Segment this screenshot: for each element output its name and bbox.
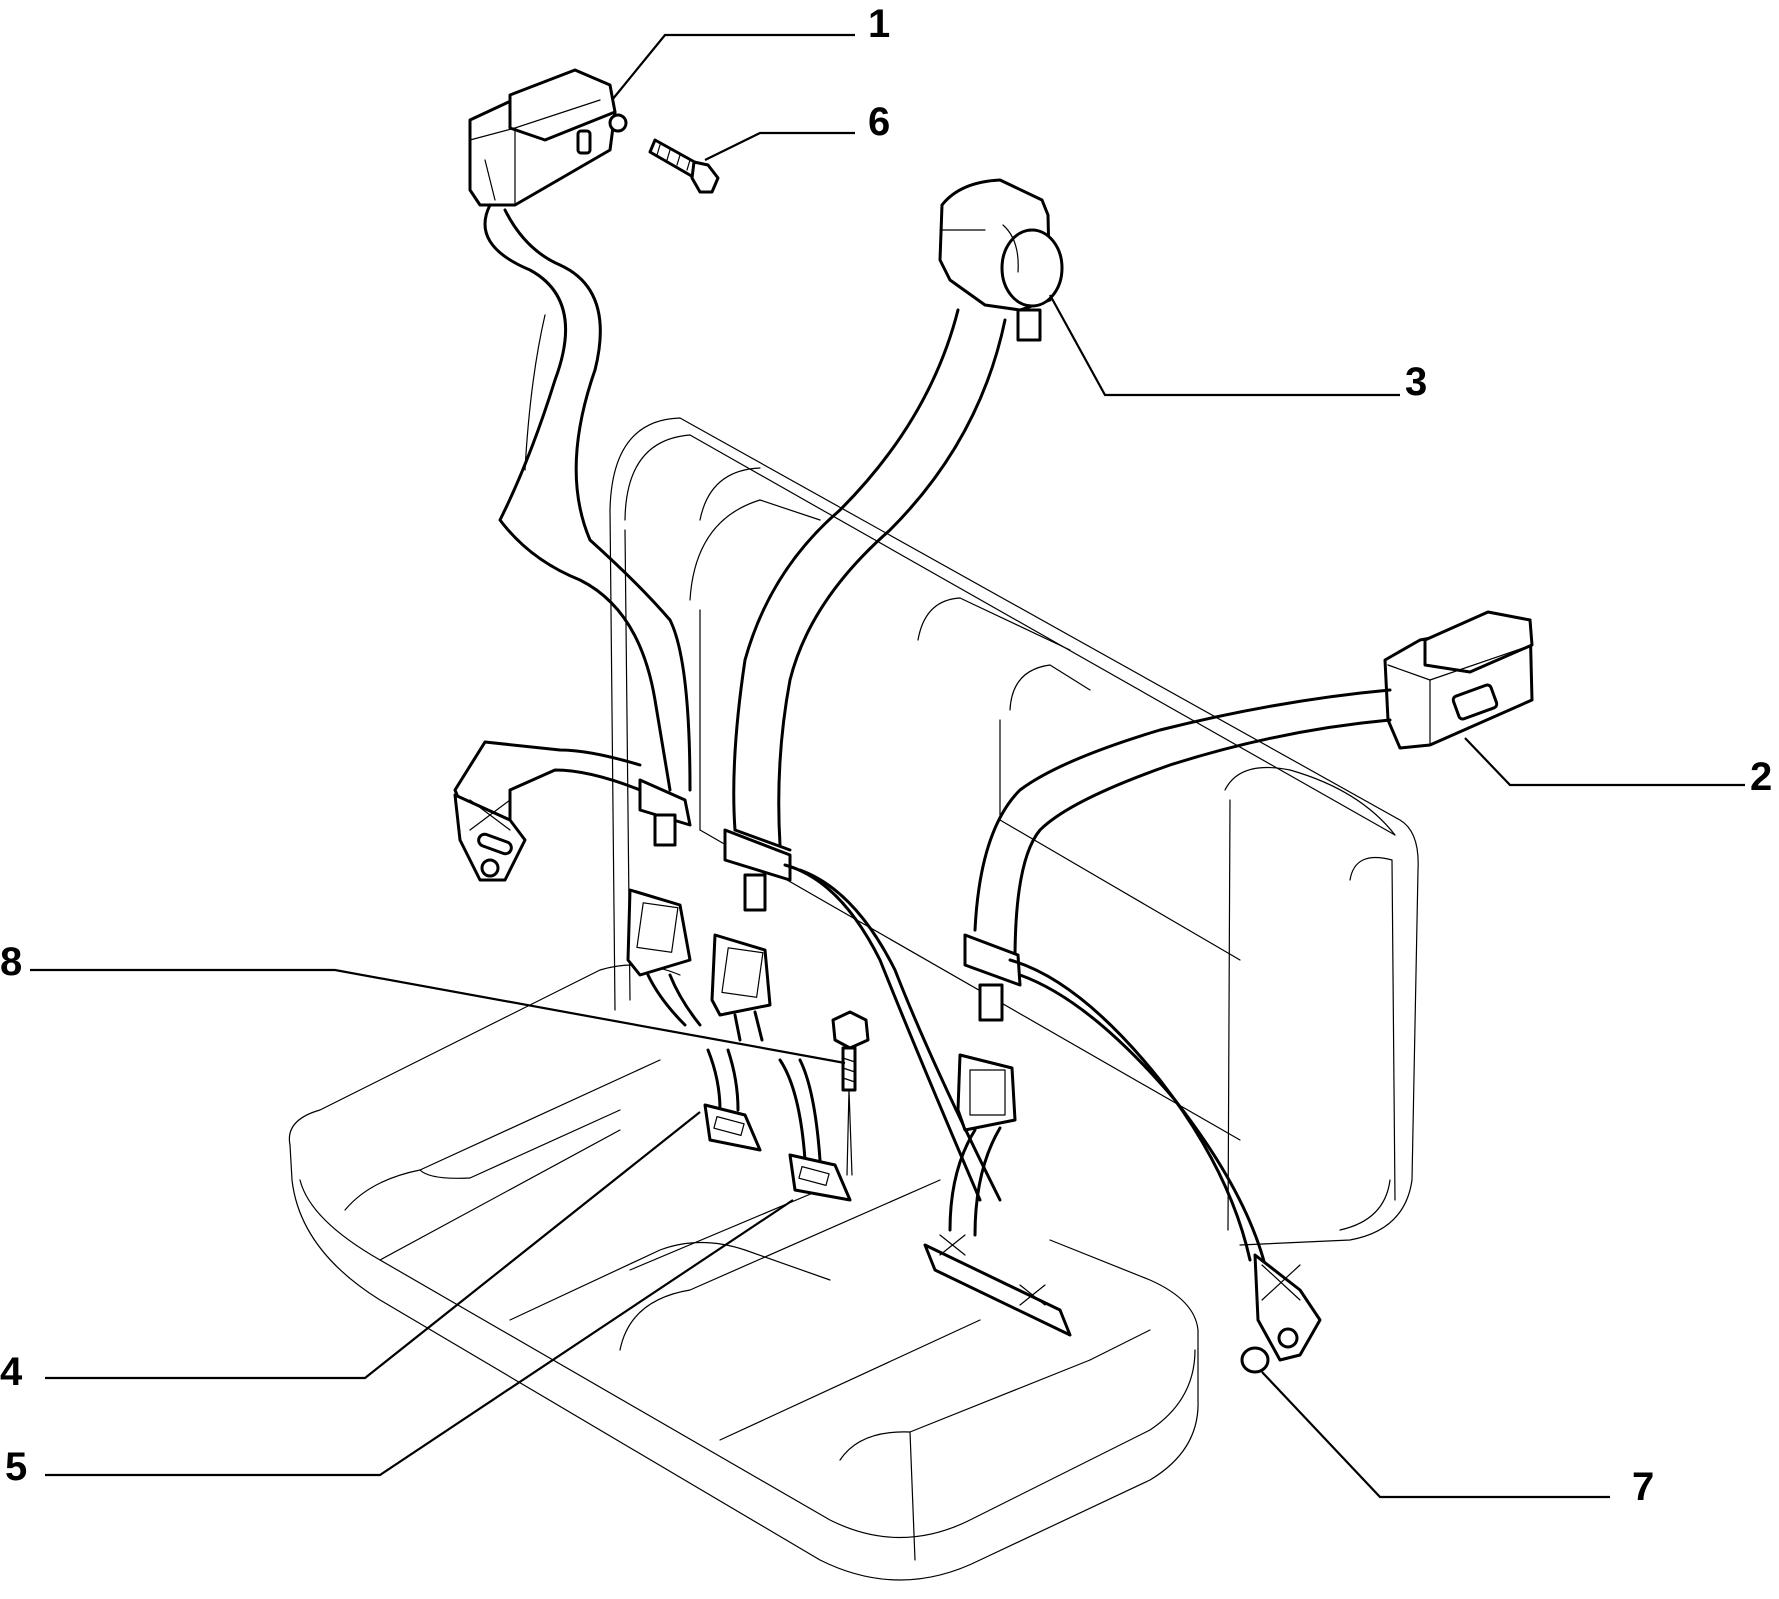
callout-4: 4 xyxy=(0,1350,23,1394)
anchor-cap xyxy=(1240,1346,1270,1374)
leader-7 xyxy=(1261,1371,1610,1499)
leader-lines xyxy=(30,33,1745,1499)
bolt-retractor xyxy=(648,138,720,194)
callout-6: 6 xyxy=(868,100,890,144)
callout-2: 2 xyxy=(1750,755,1772,799)
leader-5 xyxy=(45,1199,794,1477)
callout-7: 7 xyxy=(1632,1465,1654,1509)
lower-anchors xyxy=(703,1048,1072,1337)
leader-4 xyxy=(45,1111,701,1380)
belt-left xyxy=(453,203,692,882)
leader-1 xyxy=(611,33,855,101)
leader-6 xyxy=(704,131,855,161)
leader-2 xyxy=(1464,737,1745,787)
callout-5: 5 xyxy=(5,1445,27,1489)
leader-8 xyxy=(30,968,846,1065)
callout-labels: 1 6 3 2 8 4 5 7 xyxy=(0,2,1772,1509)
leader-3 xyxy=(1049,294,1400,397)
callout-1: 1 xyxy=(868,2,890,46)
seat-cushion xyxy=(288,964,1199,1581)
bolt-center xyxy=(831,1010,870,1176)
callout-3: 3 xyxy=(1405,360,1427,404)
belt-center xyxy=(723,308,1007,1202)
seat-backrest xyxy=(609,417,1419,1246)
callout-8: 8 xyxy=(0,940,22,984)
retractor-center xyxy=(938,178,1064,342)
retractor-right xyxy=(1383,610,1534,750)
belt-right xyxy=(963,688,1392,1374)
buckles xyxy=(626,888,1017,1237)
retractor-left xyxy=(468,68,628,207)
